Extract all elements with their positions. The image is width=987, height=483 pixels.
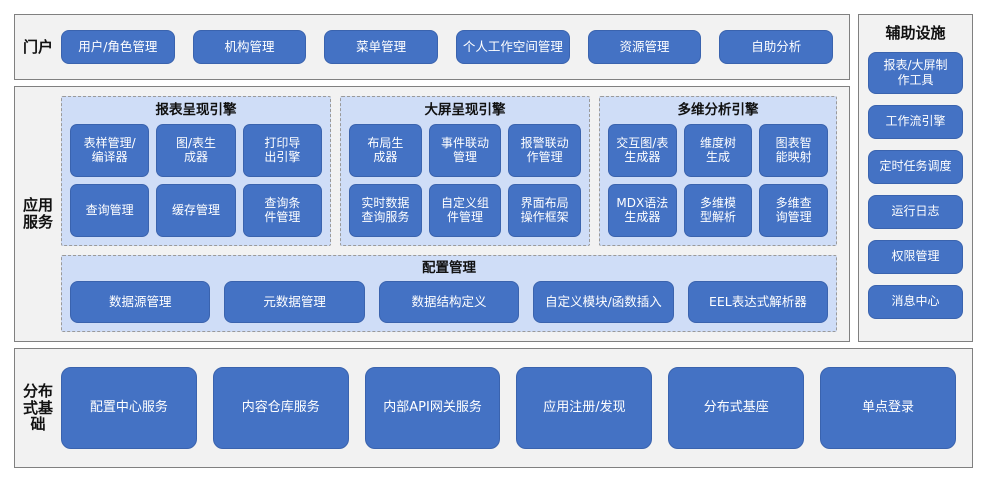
config-item-4[interactable]: EEL表达式解析器 bbox=[687, 280, 829, 323]
engines-row: 报表呈现引擎 表样管理/ 编译器图/表生 成器打印导 出引擎查询管理缓存管理查询… bbox=[61, 96, 837, 246]
large-screen-engine-item-3[interactable]: 实时数据 查询服务 bbox=[349, 183, 422, 237]
report-rendering-engine-group: 报表呈现引擎 表样管理/ 编译器图/表生 成器打印导 出引擎查询管理缓存管理查询… bbox=[61, 96, 331, 246]
report-rendering-engine-items: 表样管理/ 编译器图/表生 成器打印导 出引擎查询管理缓存管理查询条 件管理 bbox=[70, 123, 322, 237]
large-screen-engine-item-0[interactable]: 布局生 成器 bbox=[349, 123, 422, 177]
report-engine-item-3[interactable]: 查询管理 bbox=[70, 183, 150, 237]
portal-item-2[interactable]: 菜单管理 bbox=[324, 30, 439, 64]
config-item-0[interactable]: 数据源管理 bbox=[70, 280, 211, 323]
infrastructure-item-1[interactable]: 内容仓库服务 bbox=[212, 367, 349, 449]
infrastructure-item-3[interactable]: 应用注册/发现 bbox=[516, 367, 653, 449]
report-engine-item-1[interactable]: 图/表生 成器 bbox=[156, 123, 236, 177]
portal-item-0[interactable]: 用户/角色管理 bbox=[61, 30, 175, 64]
large-screen-engine-item-5[interactable]: 界面布局 操作框架 bbox=[508, 183, 581, 237]
olap-engine-item-3[interactable]: MDX语法 生成器 bbox=[608, 183, 677, 237]
large-screen-rendering-engine-title: 大屏呈现引擎 bbox=[424, 102, 506, 118]
portal-section-label: 门户 bbox=[22, 37, 53, 56]
config-item-2[interactable]: 数据结构定义 bbox=[378, 280, 520, 323]
auxiliary-item-1[interactable]: 工作流引擎 bbox=[868, 104, 963, 139]
olap-engine-item-0[interactable]: 交互图/表 生成器 bbox=[608, 123, 677, 177]
olap-engine-item-4[interactable]: 多维模 型解析 bbox=[683, 183, 753, 237]
report-engine-item-2[interactable]: 打印导 出引擎 bbox=[242, 123, 322, 177]
auxiliary-facilities-items: 报表/大屏制 作工具工作流引擎定时任务调度运行日志权限管理消息中心 bbox=[859, 51, 972, 327]
auxiliary-item-2[interactable]: 定时任务调度 bbox=[868, 149, 963, 184]
large-screen-engine-item-2[interactable]: 报警联动 作管理 bbox=[508, 123, 581, 177]
application-service-body: 报表呈现引擎 表样管理/ 编译器图/表生 成器打印导 出引擎查询管理缓存管理查询… bbox=[61, 87, 849, 341]
infrastructure-item-0[interactable]: 配置中心服务 bbox=[61, 367, 197, 449]
portal-item-1[interactable]: 机构管理 bbox=[192, 30, 307, 64]
olap-engine-item-5[interactable]: 多维查 询管理 bbox=[759, 183, 828, 237]
auxiliary-item-0[interactable]: 报表/大屏制 作工具 bbox=[868, 51, 963, 94]
auxiliary-item-4[interactable]: 权限管理 bbox=[868, 239, 963, 274]
auxiliary-item-5[interactable]: 消息中心 bbox=[868, 284, 963, 319]
portal-item-5[interactable]: 自助分析 bbox=[719, 30, 834, 64]
config-item-1[interactable]: 元数据管理 bbox=[224, 280, 365, 323]
olap-engine-item-1[interactable]: 维度树 生成 bbox=[683, 123, 753, 177]
multidimensional-analysis-engine-items: 交互图/表 生成器维度树 生成图表智 能映射 MDX语法 生成器多维模 型解析多维… bbox=[608, 123, 828, 237]
infrastructure-item-4[interactable]: 分布式基座 bbox=[668, 367, 805, 449]
portal-items: 用户/角色管理机构管理菜单管理个人工作空间管理资源管理自助分析 bbox=[61, 30, 849, 64]
portal-item-3[interactable]: 个人工作空间管理 bbox=[456, 30, 570, 64]
large-screen-engine-item-1[interactable]: 事件联动 管理 bbox=[428, 123, 502, 177]
infrastructure-item-5[interactable]: 单点登录 bbox=[820, 367, 956, 449]
application-service-label: 应用服务 bbox=[22, 196, 53, 231]
large-screen-engine-item-4[interactable]: 自定义组 件管理 bbox=[428, 183, 502, 237]
config-management-items: 数据源管理元数据管理数据结构定义自定义模块/函数插入 EEL表达式解析器 bbox=[70, 280, 829, 323]
application-service-section: 应用服务 报表呈现引擎 表样管理/ 编译器图/表生 成器打印导 出引擎查询管理缓… bbox=[14, 86, 850, 342]
infrastructure-item-2[interactable]: 内部API网关服务 bbox=[364, 367, 501, 449]
portal-section: 门户 用户/角色管理机构管理菜单管理个人工作空间管理资源管理自助分析 bbox=[14, 14, 850, 80]
config-item-3[interactable]: 自定义模块/函数插入 bbox=[533, 280, 674, 323]
auxiliary-facilities-label: 辅助设施 bbox=[885, 24, 946, 42]
distributed-infrastructure-items: 配置中心服务内容仓库服务内部API网关服务应用注册/发现分布式基座单点登录 bbox=[61, 349, 972, 467]
config-management-group: 配置管理 数据源管理元数据管理数据结构定义自定义模块/函数插入 EEL表达式解析器 bbox=[61, 255, 837, 332]
olap-engine-item-2[interactable]: 图表智 能映射 bbox=[759, 123, 828, 177]
portal-item-4[interactable]: 资源管理 bbox=[587, 30, 702, 64]
large-screen-rendering-engine-items: 布局生 成器事件联动 管理报警联动 作管理实时数据 查询服务自定义组 件管理界面… bbox=[349, 123, 581, 237]
large-screen-rendering-engine-group: 大屏呈现引擎 布局生 成器事件联动 管理报警联动 作管理实时数据 查询服务自定义… bbox=[340, 96, 590, 246]
multidimensional-analysis-engine-title: 多维分析引擎 bbox=[677, 102, 759, 118]
report-engine-item-0[interactable]: 表样管理/ 编译器 bbox=[70, 123, 150, 177]
distributed-infrastructure-label: 分布式基础 bbox=[22, 381, 53, 434]
report-engine-item-5[interactable]: 查询条 件管理 bbox=[242, 183, 322, 237]
report-rendering-engine-title: 报表呈现引擎 bbox=[155, 102, 237, 118]
auxiliary-item-3[interactable]: 运行日志 bbox=[868, 194, 963, 229]
auxiliary-facilities-section: 辅助设施 报表/大屏制 作工具工作流引擎定时任务调度运行日志权限管理消息中心 bbox=[858, 14, 973, 342]
report-engine-item-4[interactable]: 缓存管理 bbox=[156, 183, 236, 237]
distributed-infrastructure-section: 分布式基础 配置中心服务内容仓库服务内部API网关服务应用注册/发现分布式基座单… bbox=[14, 348, 973, 468]
config-management-title: 配置管理 bbox=[422, 260, 476, 276]
